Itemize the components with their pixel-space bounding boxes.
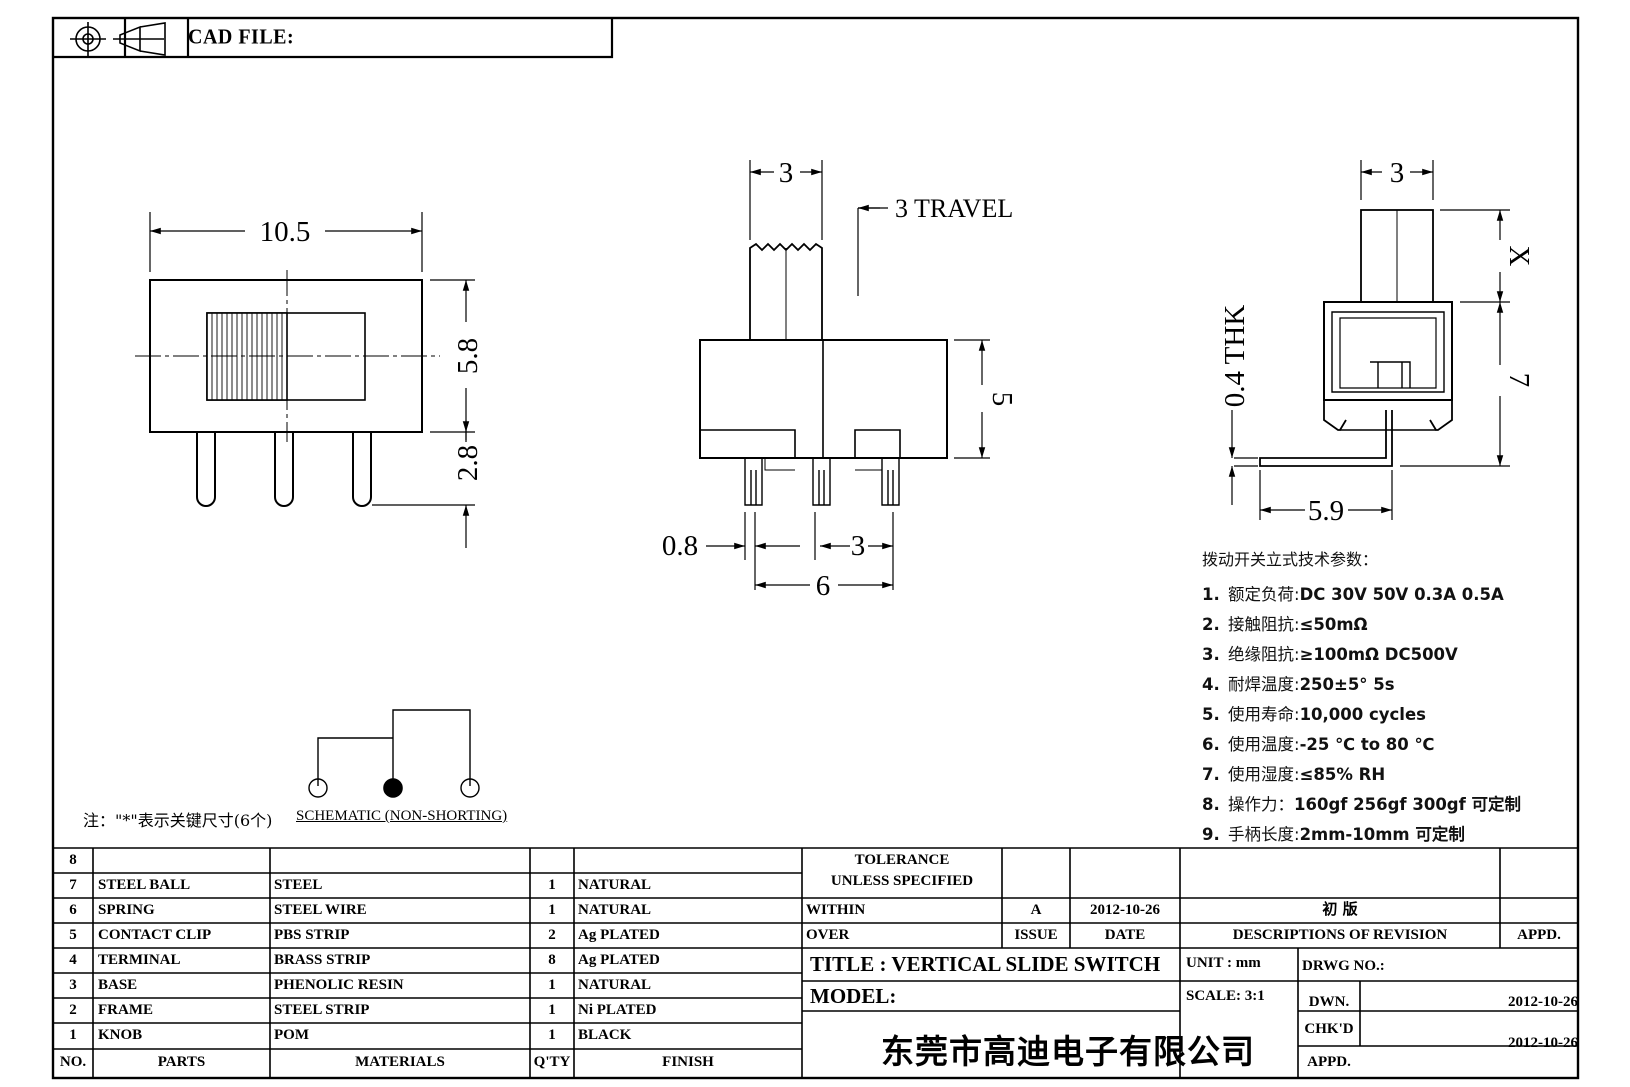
dim-side-body: 5 [986,392,1018,407]
bom-finish: Ag PLATED [578,927,660,943]
bom-qty: 1 [548,977,556,993]
bom-material: PBS STRIP [274,927,350,943]
tolerance-title: TOLERANCE [854,852,950,868]
bom-no: 3 [69,977,77,993]
spec-item: 5.使用寿命:10,000 cycles [1202,705,1426,724]
bom-header-no: NO. [59,1054,87,1070]
issue-label: ISSUE [1014,927,1058,943]
tolerance-over: OVER [806,927,850,943]
bom-no: 8 [69,852,77,868]
checked-date: 2012-10-26 [1508,1035,1578,1051]
dim-side-travel: 3 TRAVEL [895,194,1013,223]
bom-material: BRASS STRIP [274,952,371,968]
bom-finish: BLACK [578,1027,632,1043]
spec-item: 6.使用温度:-25 ℃ to 80 ℃ [1202,735,1435,754]
bom-material: STEEL WIRE [274,902,367,918]
bom-qty: 2 [548,927,556,943]
bom-part: BASE [98,977,138,993]
bom-header-qty: Q'TY [533,1054,571,1070]
bom-header-materials: MATERIALS [355,1054,445,1070]
front-view [135,212,475,548]
model-label: MODEL: [810,984,897,1008]
bom-no: 4 [69,952,77,968]
cad-file-label: CAD FILE: [188,25,295,49]
title-block-grid [53,847,1578,1078]
tolerance-within: WITHIN [806,902,866,918]
bom-qty: 8 [548,952,556,968]
scale-label: SCALE: 3:1 [1186,988,1265,1004]
projection-symbol-icon [70,22,166,56]
bom-header-parts: PARTS [157,1054,206,1070]
dim-side-knob: 3 [779,157,794,189]
revision-desc-label: DESCRIPTIONS OF REVISION [1232,927,1448,943]
dim-end-lead: 5.9 [1308,495,1344,527]
bom-no: 1 [69,1027,77,1043]
spec-title: 拨动开关立式技术参数： [1202,550,1379,569]
dim-front-height: 5.8 [452,338,484,374]
bom-part: SPRING [98,902,155,918]
bom-material: POM [274,1027,309,1043]
bom-no: 7 [69,877,77,893]
bom-material: STEEL [274,877,323,893]
dim-end-height: 7 [1503,373,1535,388]
bom-finish: NATURAL [578,877,652,893]
bom-finish: Ni PLATED [578,1002,657,1018]
drawn-label: DWN. [1308,994,1350,1010]
approved-label: APPD. [1307,1054,1351,1070]
unit-label: UNIT : mm [1186,955,1261,971]
key-dimension-note: 注："*"表示关键尺寸(6个) [83,811,273,830]
bom-finish: NATURAL [578,902,652,918]
bom-qty: 1 [548,1027,556,1043]
bom-finish: Ag PLATED [578,952,660,968]
bom-qty: 1 [548,902,556,918]
bom-material: PHENOLIC RESIN [274,977,404,993]
spec-item: 3.绝缘阻抗:≥100mΩ DC500V [1202,645,1458,664]
spec-item: 2.接触阻抗:≤50mΩ [1202,615,1368,634]
dim-front-pin: 2.8 [452,445,484,481]
end-view [1228,160,1510,520]
spec-list: 拨动开关立式技术参数： 1.额定负荷:DC 30V 50V 0.3A 0.5A … [1202,546,1521,850]
checked-label: CHK'D [1304,1021,1354,1037]
bom-no: 5 [69,927,77,943]
bom-no: 2 [69,1002,77,1018]
bom-part: FRAME [98,1002,153,1018]
bom-finish: NATURAL [578,977,652,993]
schematic-diagram [308,709,480,798]
spec-item: 8.操作力：160gf 256gf 300gf 可定制 [1202,795,1522,814]
bom-part: TERMINAL [98,952,181,968]
bom-part: CONTACT CLIP [98,927,212,943]
revision-issue: A [1030,902,1042,918]
side-view [699,160,990,590]
drawing-title: TITLE : VERTICAL SLIDE SWITCH [810,952,1161,976]
bom-qty: 1 [548,877,556,893]
bom-part: STEEL BALL [98,877,191,893]
dim-end-thk: 0.4 THK [1219,305,1251,408]
dim-end-x: X [1503,246,1535,267]
bom-material: STEEL STRIP [274,1002,370,1018]
dim-side-span: 6 [816,570,831,602]
spec-item: 9.手柄长度:2mm-10mm 可定制 [1202,825,1465,844]
drawn-date: 2012-10-26 [1508,994,1578,1010]
spec-item: 4.耐焊温度:250±5° 5s [1202,675,1395,694]
bom-part: KNOB [98,1027,143,1043]
drawing-number-label: DRWG NO.: [1302,958,1385,974]
revision-date: 2012-10-26 [1090,902,1160,918]
bom-header-finish: FINISH [662,1054,714,1070]
dim-side-pin-width: 0.8 [662,530,698,562]
date-label: DATE [1104,927,1146,943]
tolerance-subtitle: UNLESS SPECIFIED [830,873,974,889]
dim-front-width: 10.5 [260,216,311,248]
dim-end-knob: 3 [1390,157,1405,189]
bom-qty: 1 [548,1002,556,1018]
company-name: 东莞市高迪电子有限公司 [881,1032,1255,1071]
spec-item: 7.使用湿度:≤85% RH [1202,765,1386,784]
spec-item: 1.额定负荷:DC 30V 50V 0.3A 0.5A [1202,585,1504,604]
dim-side-pitch: 3 [851,530,866,562]
schematic-label: SCHEMATIC (NON-SHORTING) [296,808,508,824]
revision-description: 初 版 [1322,900,1358,918]
drawing-border [51,16,1580,1080]
bom-no: 6 [69,902,77,918]
revision-appd-label: APPD. [1517,927,1561,943]
